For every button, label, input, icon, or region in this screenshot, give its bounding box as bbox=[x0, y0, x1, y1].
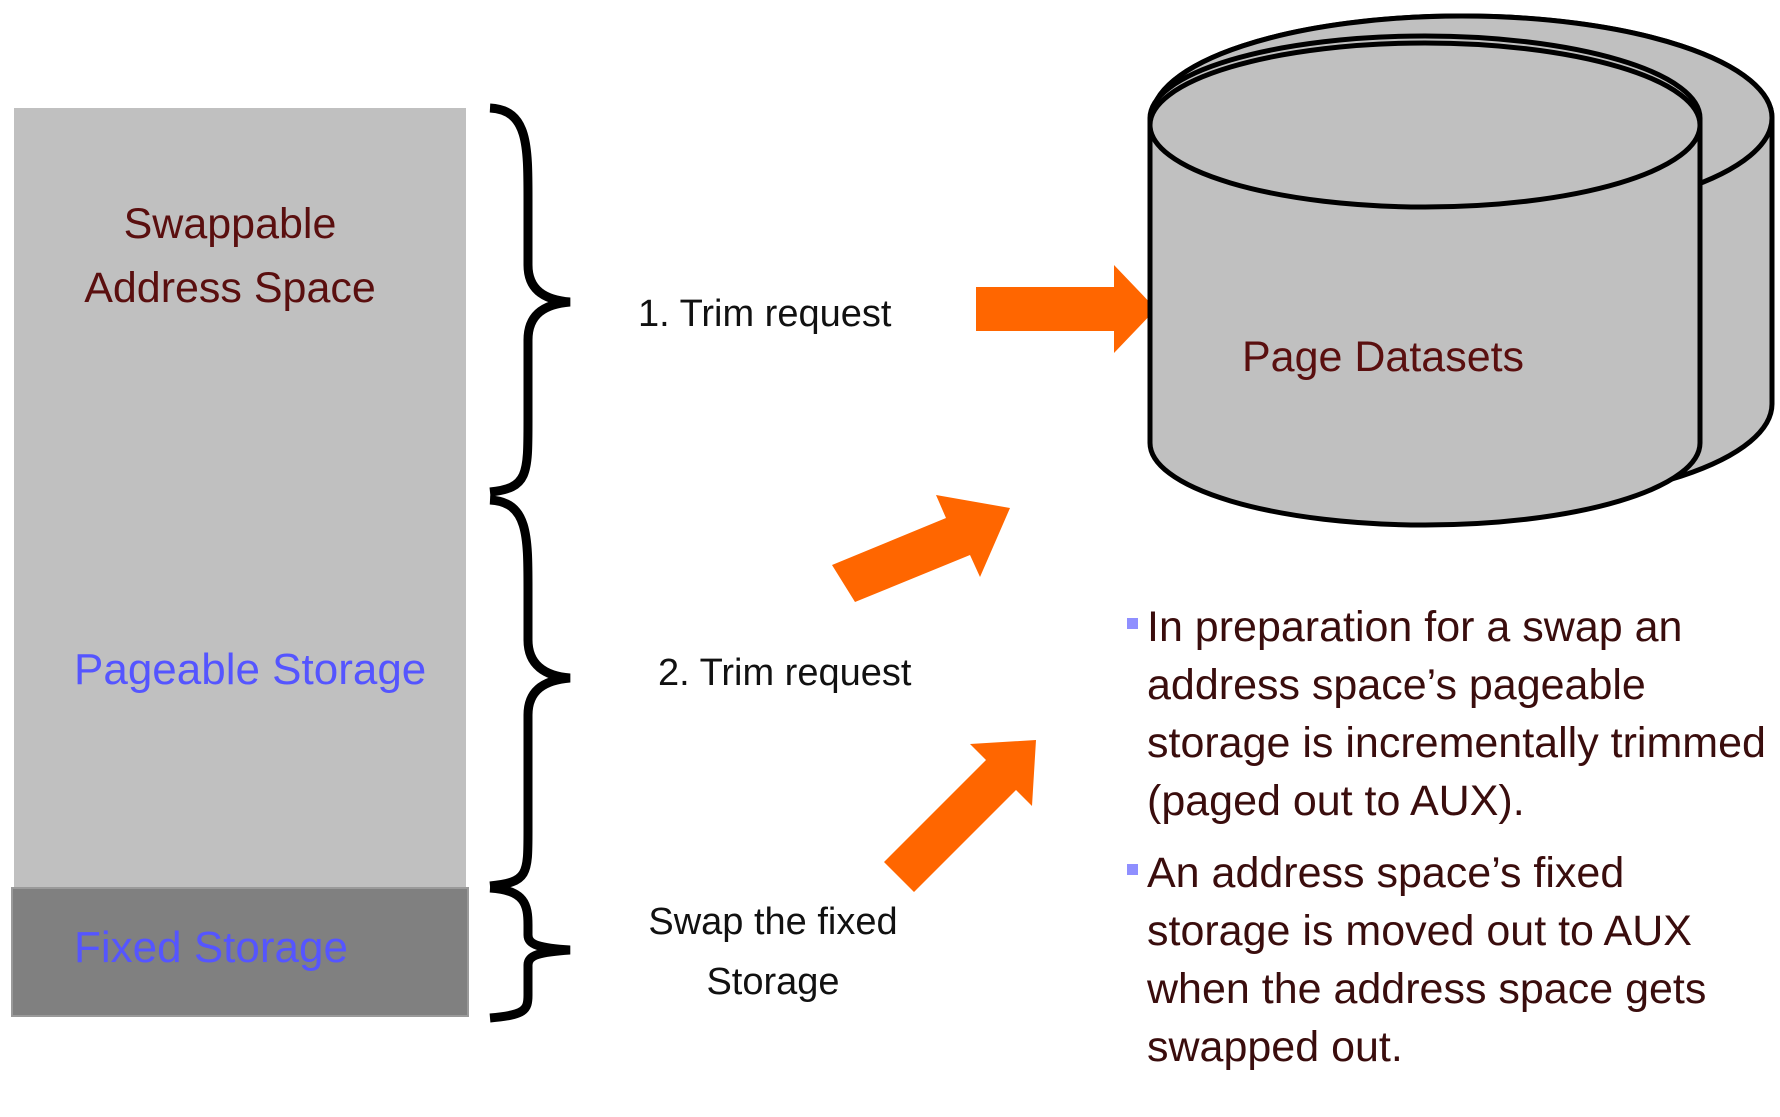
swappable-label-line-1: Swappable bbox=[123, 200, 337, 248]
bullet-text: In preparation for a swap an address spa… bbox=[1147, 603, 1766, 825]
swappable-label-line-2: Address Space bbox=[84, 264, 376, 312]
brace-fixed bbox=[489, 883, 571, 1023]
brace-pageable bbox=[489, 495, 571, 891]
swap-fixed-line-1: Swap the fixed bbox=[648, 901, 898, 943]
trim-request-2-label: 2. Trim request bbox=[658, 652, 912, 694]
swap-fixed-storage-label: Swap the fixed Storage bbox=[618, 892, 928, 1012]
trim1-arrow bbox=[976, 265, 1156, 353]
explanation-bullet-list: In preparation for a swap an address spa… bbox=[1125, 598, 1775, 1090]
pageable-storage-block bbox=[14, 108, 466, 903]
swap-fixed-arrow bbox=[884, 740, 1036, 892]
bullet-item: An address space’s fixed storage is move… bbox=[1125, 844, 1775, 1076]
brace-swappable bbox=[489, 103, 571, 497]
page-datasets-label: Page Datasets bbox=[1242, 333, 1525, 381]
fixed-storage-label: Fixed Storage bbox=[74, 923, 348, 972]
swap-fixed-line-2: Storage bbox=[706, 961, 840, 1003]
fixed-storage-block bbox=[11, 887, 469, 1017]
square-bullet-icon bbox=[1127, 864, 1138, 875]
bullet-text: An address space’s fixed storage is move… bbox=[1147, 849, 1707, 1071]
trim2-arrow bbox=[832, 495, 1010, 602]
pageable-storage-label: Pageable Storage bbox=[74, 645, 427, 694]
trim-request-1-label: 1. Trim request bbox=[638, 293, 892, 335]
bullet-item: In preparation for a swap an address spa… bbox=[1125, 598, 1775, 830]
square-bullet-icon bbox=[1127, 618, 1138, 629]
cylinder-front-top bbox=[1147, 40, 1703, 210]
swappable-address-space-label: Swappable Address Space bbox=[70, 192, 390, 320]
